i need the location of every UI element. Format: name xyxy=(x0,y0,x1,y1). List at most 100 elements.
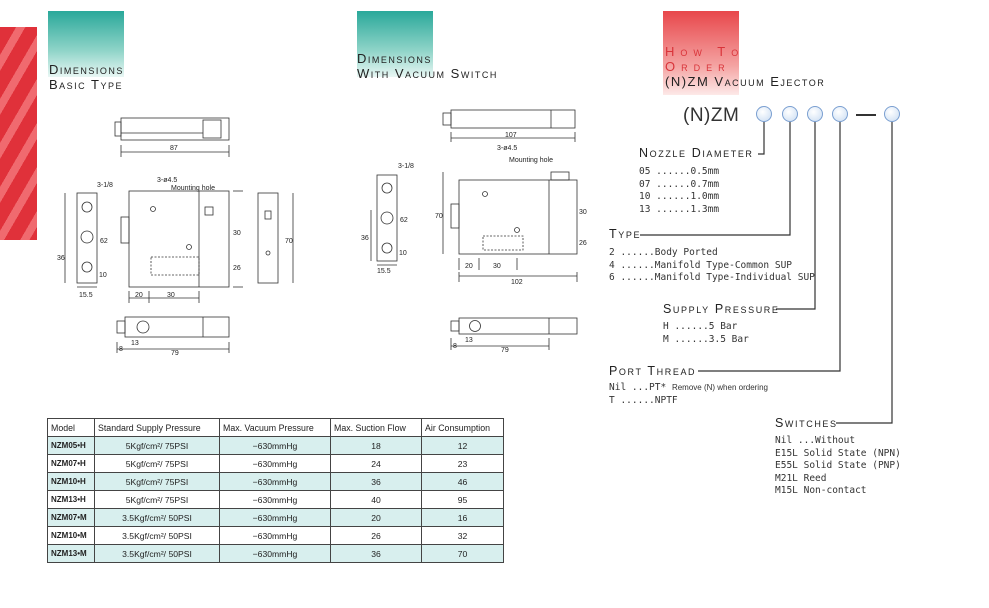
cell-vacuum: −630mmHg xyxy=(219,454,331,473)
label-mounting-vac: Mounting hole xyxy=(509,157,553,164)
heading-vac-line2: With Vacuum Switch xyxy=(357,66,498,81)
teal-block-vacuum xyxy=(357,11,433,77)
dim-62-basic: 62 xyxy=(100,238,108,245)
spec-table: Model Standard Supply Pressure Max. Vacu… xyxy=(47,418,504,563)
line-port xyxy=(698,122,841,372)
switches-title: Switches xyxy=(775,416,838,430)
cell-supply: 5Kgf/cm²/ 75PSI xyxy=(94,490,220,509)
cell-air: 95 xyxy=(421,490,504,509)
dim-13-vac: 13 xyxy=(465,337,473,344)
type-option: 4 ......Manifold Type-Common SUP xyxy=(609,259,793,271)
cell-vacuum: −630mmHg xyxy=(219,436,331,455)
dim-8-basic: 8 xyxy=(119,346,123,353)
dim-79-basic: 79 xyxy=(171,350,179,357)
dim-hole-vac: 3-ø4.5 xyxy=(497,145,517,152)
heading-order-line3: (N)ZM Vacuum Ejector xyxy=(665,74,826,89)
heading-how-to-order: How To Order (N)ZM Vacuum Ejector xyxy=(665,44,825,89)
table-row: NZM13•M 3.5Kgf/cm²/ 50PSI −630mmHg 36 70 xyxy=(47,544,504,563)
switches-options: Nil ...Without E15L Solid State (NPN) E5… xyxy=(775,435,901,498)
table-header-row: Model Standard Supply Pressure Max. Vacu… xyxy=(47,418,504,437)
basic-right-view xyxy=(257,192,294,284)
dim-8-vac: 8 xyxy=(453,343,457,350)
code-slot-switches xyxy=(884,106,900,122)
vac-left-view xyxy=(370,174,398,266)
line-switches xyxy=(836,122,893,424)
table-row: NZM13•H 5Kgf/cm²/ 75PSI −630mmHg 40 95 xyxy=(47,490,504,509)
type-option: 2 ......Body Ported xyxy=(609,247,718,258)
table-row: NZM10•M 3.5Kgf/cm²/ 50PSI −630mmHg 26 32 xyxy=(47,526,504,545)
cell-supply: 3.5Kgf/cm²/ 50PSI xyxy=(94,508,220,527)
heading-order-line2: Order xyxy=(665,59,731,74)
supply-options: H ......5 Bar M ......3.5 Bar xyxy=(663,321,749,346)
dim-36-vac: 36 xyxy=(361,235,369,242)
vac-bottom-view xyxy=(450,317,578,350)
switch-option: Nil ...Without xyxy=(775,435,856,446)
heading-vacuum-switch: Dimensions With Vacuum Switch xyxy=(357,51,498,81)
nozzle-option: 13 ......1.3mm xyxy=(639,203,720,215)
cell-model: NZM07•M xyxy=(47,508,95,527)
switch-option: E15L Solid State (NPN) xyxy=(775,447,901,459)
dim-70-basic: 70 xyxy=(285,238,293,245)
heading-basic-line1: Dimensions xyxy=(49,62,124,77)
dim-10-basic: 10 xyxy=(99,272,107,279)
cell-flow: 24 xyxy=(330,454,422,473)
code-dash xyxy=(856,114,876,116)
dim-thread-vac: 3-1/8 xyxy=(398,163,414,170)
cell-supply: 3.5Kgf/cm²/ 50PSI xyxy=(94,544,220,563)
cell-flow: 26 xyxy=(330,526,422,545)
dim-102: 102 xyxy=(511,279,523,286)
dim-26-basic: 26 xyxy=(233,265,241,272)
dim-36-basic: 36 xyxy=(57,255,65,262)
table-row: NZM05•H 5Kgf/cm²/ 75PSI −630mmHg 18 12 xyxy=(47,436,504,455)
heading-basic-line2: Basic Type xyxy=(49,77,124,92)
basic-top-view xyxy=(114,117,230,157)
red-block-order xyxy=(663,11,739,95)
cell-flow: 40 xyxy=(330,490,422,509)
vac-front-view xyxy=(442,171,578,282)
supply-option: M ......3.5 Bar xyxy=(663,333,749,345)
nozzle-option: 05 ......0.5mm xyxy=(639,166,720,177)
code-slot-supply xyxy=(807,106,823,122)
cell-model: NZM13•M xyxy=(47,544,95,563)
code-slot-type xyxy=(782,106,798,122)
cell-supply: 5Kgf/cm²/ 75PSI xyxy=(94,436,220,455)
cell-model: NZM10•M xyxy=(47,526,95,545)
cell-flow: 20 xyxy=(330,508,422,527)
table-row: NZM07•M 3.5Kgf/cm²/ 50PSI −630mmHg 20 16 xyxy=(47,508,504,527)
col-suction-flow: Max. Suction Flow xyxy=(330,418,422,437)
heading-vac-line1: Dimensions xyxy=(357,51,432,66)
basic-type-drawing: 87 3-1/8 36 62 10 15.5 3-ø4.5 Mounting h… xyxy=(57,117,294,357)
dim-30-vac: 30 xyxy=(493,263,501,270)
port-title: Port Thread xyxy=(609,364,697,378)
cell-model: NZM10•H xyxy=(47,472,95,491)
nozzle-title: Nozzle Diameter xyxy=(639,146,754,160)
cell-flow: 18 xyxy=(330,436,422,455)
dim-30v-vac: 30 xyxy=(579,209,587,216)
dim-30v-basic: 30 xyxy=(233,230,241,237)
dim-15-5-vac: 15.5 xyxy=(377,268,391,275)
dim-70-vac: 70 xyxy=(435,213,443,220)
vac-top-view xyxy=(442,109,576,142)
nozzle-options: 05 ......0.5mm 07 ......0.7mm 10 ......1… xyxy=(639,166,719,216)
type-option: 6 ......Manifold Type-Individual SUP xyxy=(609,272,815,283)
cell-vacuum: −630mmHg xyxy=(219,544,331,563)
dim-hole-basic: 3-ø4.5 xyxy=(157,177,177,184)
table-row: NZM07•H 5Kgf/cm²/ 75PSI −630mmHg 24 23 xyxy=(47,454,504,473)
teal-block-basic xyxy=(48,11,124,77)
dim-15-5-basic: 15.5 xyxy=(79,292,93,299)
cell-supply: 3.5Kgf/cm²/ 50PSI xyxy=(94,526,220,545)
port-nil-note: Remove (N) when ordering xyxy=(671,383,768,392)
col-vacuum-pressure: Max. Vacuum Pressure xyxy=(219,418,331,437)
basic-bottom-view xyxy=(116,316,230,353)
dim-13-basic: 13 xyxy=(131,340,139,347)
col-supply-pressure: Standard Supply Pressure xyxy=(94,418,220,437)
dim-20-vac: 20 xyxy=(465,263,473,270)
line-supply xyxy=(776,122,816,310)
cell-vacuum: −630mmHg xyxy=(219,526,331,545)
line-type xyxy=(640,122,791,236)
red-stripe-decoration xyxy=(0,27,37,240)
cell-supply: 5Kgf/cm²/ 75PSI xyxy=(94,472,220,491)
dim-107: 107 xyxy=(505,132,517,139)
switch-option: E55L Solid State (PNP) xyxy=(775,460,901,471)
code-slot-port xyxy=(832,106,848,122)
